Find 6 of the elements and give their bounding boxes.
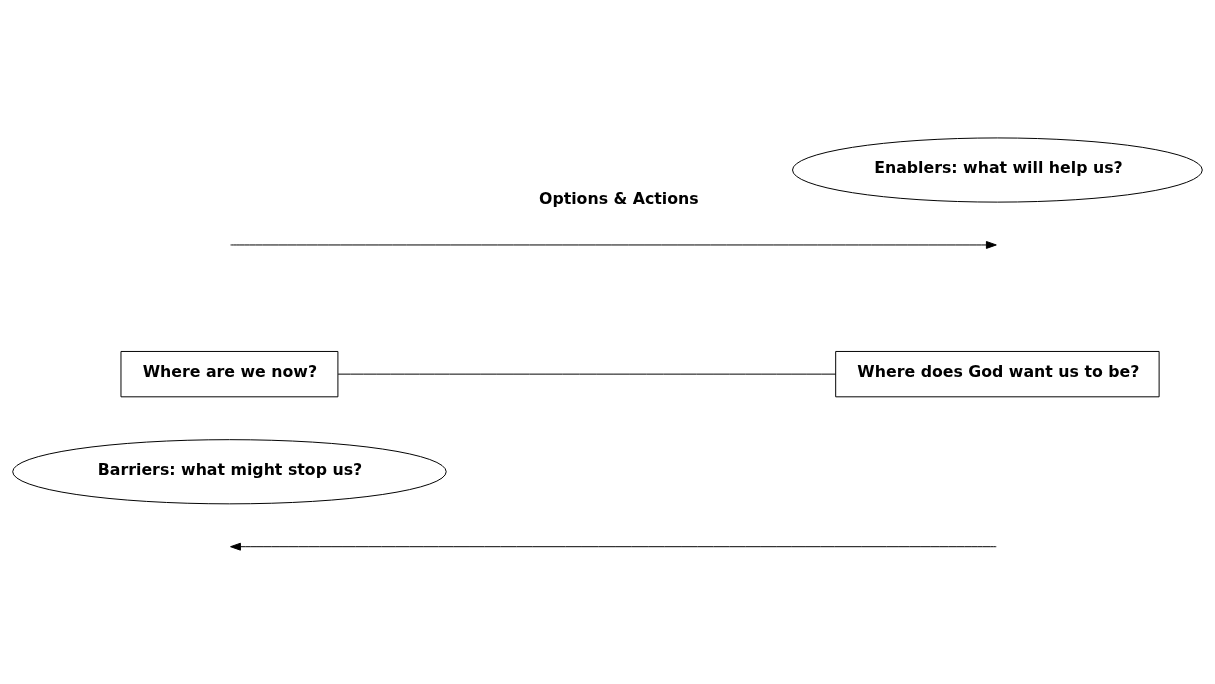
node-ellipse: Enablers: what will help us? bbox=[792, 136, 1203, 203]
node-box: Where does God want us to be? bbox=[835, 350, 1160, 397]
node-ellipse: Barriers: what might stop us? bbox=[12, 438, 447, 504]
label: Options & Actions bbox=[538, 188, 699, 208]
connector bbox=[337, 373, 837, 375]
node-box: Where are we now? bbox=[120, 350, 339, 397]
